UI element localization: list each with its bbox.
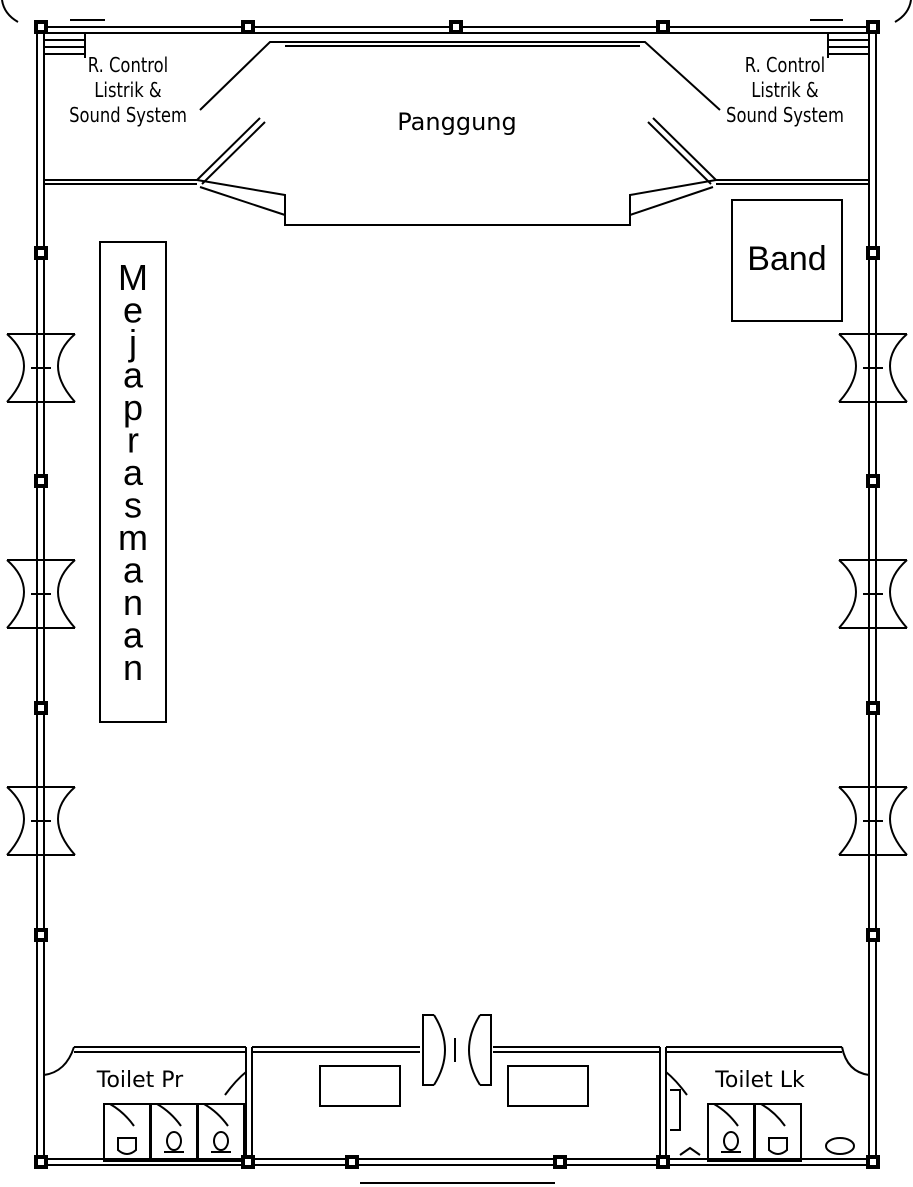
toilet-stalls-men bbox=[670, 1089, 855, 1162]
toilet-men-label: Toilet Lk bbox=[714, 1068, 805, 1093]
stage bbox=[196, 41, 721, 226]
side-door bbox=[838, 786, 908, 856]
column-core bbox=[870, 705, 876, 711]
side-door bbox=[6, 333, 76, 403]
buffet-table-glyph: m bbox=[118, 517, 148, 558]
toilet-women-label: Toilet Pr bbox=[96, 1068, 184, 1093]
stage-label: Panggung bbox=[397, 108, 516, 136]
column-core bbox=[660, 24, 666, 30]
corner-door-arc-right bbox=[894, 0, 912, 23]
lobby-counter-right bbox=[507, 1065, 589, 1107]
stair-right bbox=[827, 33, 869, 58]
bottom-wall bbox=[40, 1158, 875, 1184]
buffet-table-glyph: n bbox=[123, 647, 143, 688]
buffet-table-glyph: s bbox=[124, 485, 142, 526]
side-door bbox=[6, 786, 76, 856]
right-wall bbox=[868, 27, 877, 1165]
control-room-partition bbox=[44, 179, 869, 185]
control-right-line-2: Listrik & bbox=[751, 80, 818, 103]
column-core bbox=[38, 705, 44, 711]
column-core bbox=[38, 478, 44, 484]
buffet-table-glyph: a bbox=[123, 550, 144, 591]
column-core bbox=[870, 250, 876, 256]
buffet-table-glyph: a bbox=[123, 452, 144, 493]
structural-columns bbox=[34, 20, 880, 1169]
lobby-counter-left bbox=[319, 1065, 401, 1107]
column-core bbox=[870, 932, 876, 938]
left-wall bbox=[36, 27, 45, 1165]
column-core bbox=[245, 1159, 251, 1165]
control-left-line-3: Sound System bbox=[69, 105, 187, 128]
band-area bbox=[731, 199, 843, 322]
buffet-table-glyph: a bbox=[123, 355, 144, 396]
control-room-left-label: R. Control Listrik & Sound System bbox=[69, 55, 187, 128]
buffet-table-glyph: e bbox=[123, 290, 143, 331]
column-core bbox=[453, 24, 459, 30]
column-core bbox=[38, 932, 44, 938]
buffet-table-glyph: a bbox=[123, 615, 144, 656]
toilet-partitions bbox=[43, 1046, 870, 1160]
column-core bbox=[38, 1159, 44, 1165]
side-door bbox=[6, 559, 76, 629]
side-doors bbox=[6, 333, 908, 856]
column-core bbox=[870, 24, 876, 30]
column-core bbox=[870, 478, 876, 484]
control-left-line-2: Listrik & bbox=[94, 80, 161, 103]
buffet-table-glyph: r bbox=[127, 420, 139, 461]
control-room-right-label: R. Control Listrik & Sound System bbox=[726, 55, 844, 128]
column-core bbox=[245, 24, 251, 30]
control-left-line-1: R. Control bbox=[88, 55, 168, 78]
side-door bbox=[838, 559, 908, 629]
buffet-table-glyph: p bbox=[123, 387, 143, 428]
column-core bbox=[557, 1159, 563, 1165]
band-label: Band bbox=[747, 240, 826, 278]
control-right-line-1: R. Control bbox=[745, 55, 825, 78]
buffet-table-glyph: M bbox=[118, 257, 148, 298]
column-core bbox=[38, 250, 44, 256]
buffet-table-glyph: n bbox=[123, 582, 143, 623]
column-core bbox=[38, 24, 44, 30]
control-right-line-3: Sound System bbox=[726, 105, 844, 128]
corner-door-arc-left bbox=[1, 0, 19, 23]
column-core bbox=[660, 1159, 666, 1165]
toilet-stalls-women bbox=[103, 1103, 245, 1162]
buffet-table-glyph: j bbox=[128, 322, 137, 363]
buffet-table bbox=[99, 241, 167, 723]
stair-left bbox=[44, 33, 86, 58]
column-core bbox=[870, 1159, 876, 1165]
column-core bbox=[349, 1159, 355, 1165]
side-door bbox=[838, 333, 908, 403]
main-entrance-door bbox=[422, 1014, 492, 1086]
